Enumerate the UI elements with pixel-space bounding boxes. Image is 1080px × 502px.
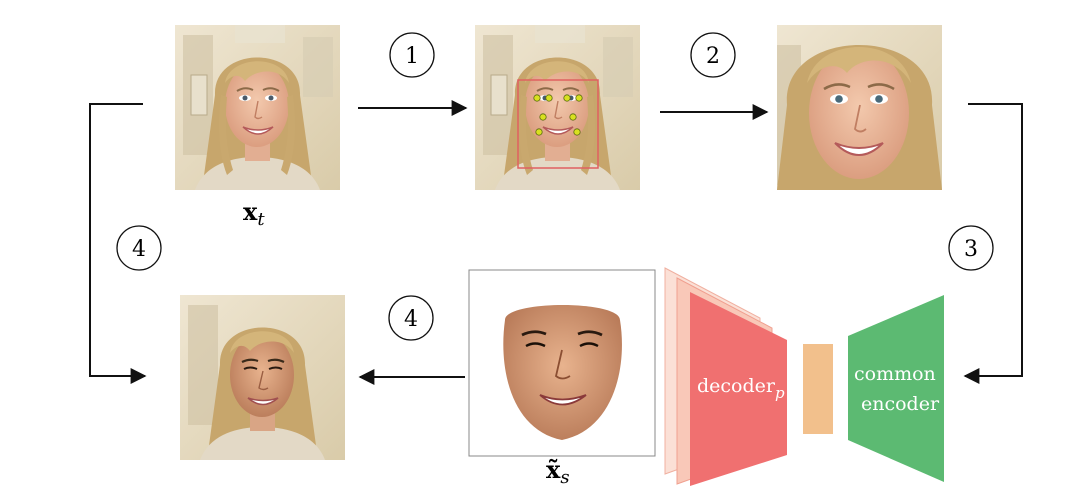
face-bounding-box (517, 79, 599, 169)
step-1-marker: 1 (389, 32, 435, 78)
target-image (174, 24, 341, 191)
decoder-label: decoderp (697, 375, 785, 402)
source-label: x̃s (546, 455, 570, 488)
encoder-label-line1: common (854, 363, 936, 385)
encoder-network: common encoder (848, 295, 944, 482)
encoder-label-line2: encoder (861, 393, 940, 415)
arrow-step-4-left (89, 103, 147, 384)
svg-text:2: 2 (706, 44, 720, 69)
facial-landmarks (533, 94, 583, 136)
source-face-panel (468, 269, 656, 457)
source-face (503, 305, 622, 440)
step-3-marker: 3 (948, 225, 994, 271)
target-label: xt (243, 197, 265, 230)
result-image (180, 295, 345, 460)
step-4-middle-marker: 4 (388, 295, 434, 341)
arrow-step-3 (963, 103, 1023, 384)
aligned-face-image (775, 23, 944, 192)
landmark-image (474, 24, 641, 191)
step-4-left-marker: 4 (116, 225, 162, 271)
decoder-network: decoderp (664, 267, 787, 486)
latent-bottleneck (803, 344, 833, 434)
decoder-block (690, 292, 787, 486)
svg-text:3: 3 (964, 237, 978, 262)
svg-text:1: 1 (405, 44, 419, 69)
step-2-marker: 2 (690, 32, 736, 78)
svg-text:4: 4 (404, 307, 418, 332)
svg-text:4: 4 (132, 237, 146, 262)
